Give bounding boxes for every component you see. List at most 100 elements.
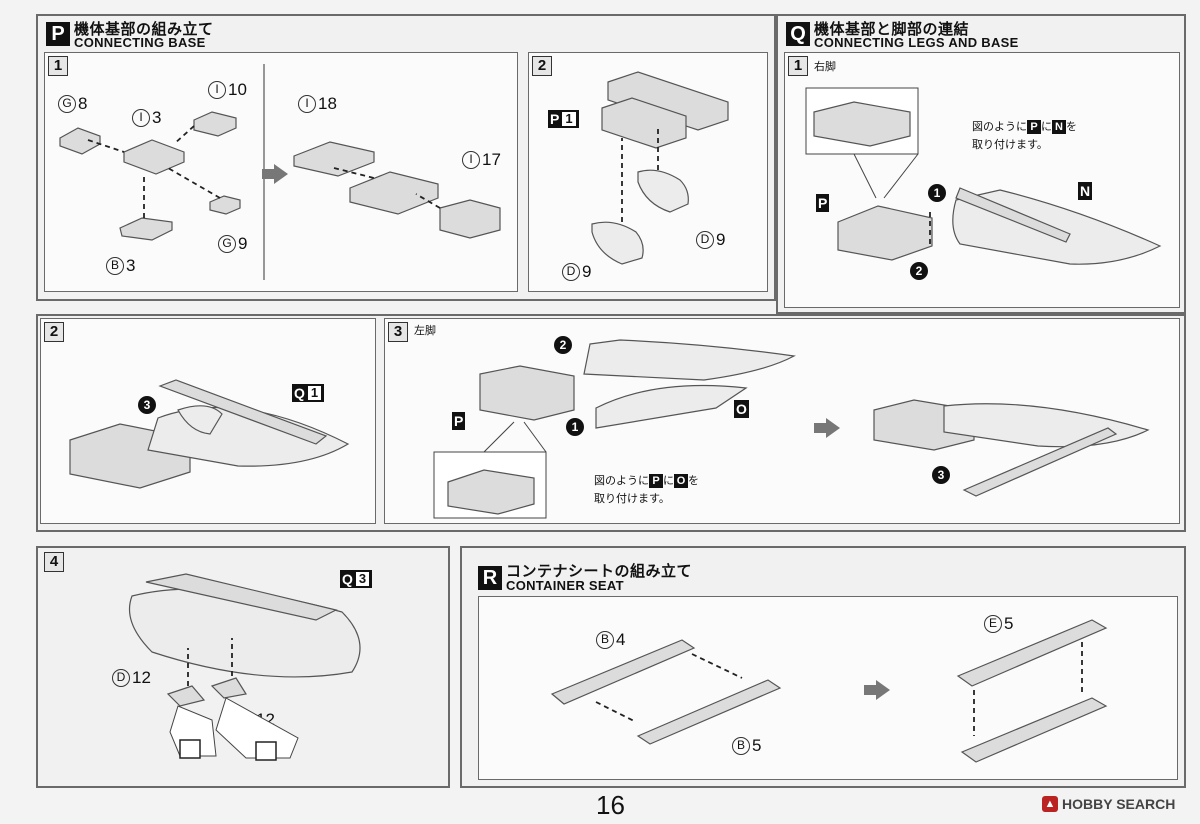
tag-n: N: [1078, 182, 1093, 200]
part-i17-shape: [439, 199, 501, 239]
tag-o: O: [734, 400, 749, 418]
q1-detail-part: [813, 101, 911, 147]
s3-detail-leader-b: [523, 421, 547, 453]
d9-left-shape: [591, 221, 644, 265]
arrow-i17: [415, 193, 441, 209]
step-2-number: 2: [44, 322, 64, 342]
step-p1-illustration: [59, 64, 501, 280]
tag-p-q1: P: [816, 194, 830, 212]
part-assembly-shape: [349, 171, 439, 215]
section-r-illustration: [550, 619, 1108, 763]
p1-base-shape: [607, 71, 729, 131]
section-r-title-jp: コンテナシートの組み立て: [506, 562, 693, 580]
section-r-title-en: CONTAINER SEAT: [506, 578, 624, 593]
p1-lower-shape: [601, 97, 687, 149]
section-p-title-jp: 機体基部の組み立て: [74, 20, 214, 38]
part-b3-shape: [119, 217, 173, 241]
s3-result-rail: [962, 427, 1118, 497]
d12-right-shape: [210, 677, 247, 699]
step-3-number: 3: [388, 322, 408, 342]
arrow-i10: [173, 125, 195, 145]
step-p2-illustration: [591, 71, 729, 265]
s2-upper-rail: [158, 379, 328, 445]
step-4-illustration: [128, 573, 361, 761]
s3-detail-leader-a: [483, 421, 515, 453]
s3-detail-part: [447, 469, 535, 515]
order-2-q1: 2: [910, 262, 928, 280]
s4-mini-icon-right: [255, 741, 277, 761]
step-q1-illustration: [805, 87, 1162, 265]
q1-leg-n-rail: [955, 187, 1071, 243]
q1-detail-leader-b: [883, 153, 919, 199]
b4-shape: [550, 639, 696, 705]
order-2-step3: 2: [554, 336, 572, 354]
step-q1-number: 1: [788, 56, 808, 76]
step-3-illustration: [433, 339, 1150, 519]
part-g9-shape: [209, 195, 241, 215]
watermark: ▲ HOBBY SEARCH: [1042, 796, 1175, 812]
q1-detail-leader-a: [853, 153, 877, 199]
r-result-shape: [960, 697, 1108, 763]
d12-left-shape: [166, 685, 206, 707]
step-4-number: 4: [44, 552, 64, 572]
section-q-letter: Q: [786, 22, 810, 46]
s3-leg-o-lower: [595, 384, 748, 429]
s4-top-rail: [145, 573, 338, 621]
tag-p-step3: P: [452, 412, 466, 430]
arrow-b4-to-b5: [691, 653, 743, 679]
arrow-i18: [333, 167, 375, 179]
part-g8-shape: [59, 127, 101, 155]
part-i10-shape: [193, 111, 237, 137]
order-1-q1: 1: [928, 184, 946, 202]
right-leg-label: 右脚: [814, 60, 836, 73]
d9-right-shape: [637, 169, 689, 213]
step-p1-flow-arrow: [262, 164, 288, 184]
arrow-g9: [167, 167, 221, 199]
s4-mini-icon-left: [179, 739, 201, 759]
section-p-title-en: CONNECTING BASE: [74, 35, 206, 50]
left-leg-label: 左脚: [414, 324, 436, 337]
section-p-letter: P: [46, 22, 70, 46]
arrow-g8: [87, 139, 125, 153]
step-p2-number: 2: [532, 56, 552, 76]
step-p1-number: 1: [48, 56, 68, 76]
order-3-step2: 3: [138, 396, 156, 414]
e5-shape: [956, 619, 1108, 687]
section-r-flow-arrow: [864, 680, 890, 700]
order-3-step3: 3: [932, 466, 950, 484]
page-number: 16: [596, 790, 625, 820]
order-1-step3: 1: [566, 418, 584, 436]
q1-base-p-shape: [837, 205, 933, 261]
section-q-title-en: CONNECTING LEGS AND BASE: [814, 35, 1019, 50]
watermark-logo-icon: ▲: [1042, 796, 1058, 812]
step-2-illustration: [69, 379, 350, 489]
part-i3-shape: [123, 139, 185, 175]
section-q-title-jp: 機体基部と脚部の連結: [814, 20, 970, 38]
s3-leg-o-shape: [583, 339, 796, 381]
b5-shape: [636, 679, 782, 745]
step-3-flow-arrow: [814, 418, 840, 438]
section-r-letter: R: [478, 566, 502, 590]
arrow-b4-down: [595, 701, 637, 723]
s3-base-p-shape: [479, 365, 575, 421]
part-i18-shape: [293, 141, 375, 177]
s2-nozzle: [177, 405, 223, 435]
